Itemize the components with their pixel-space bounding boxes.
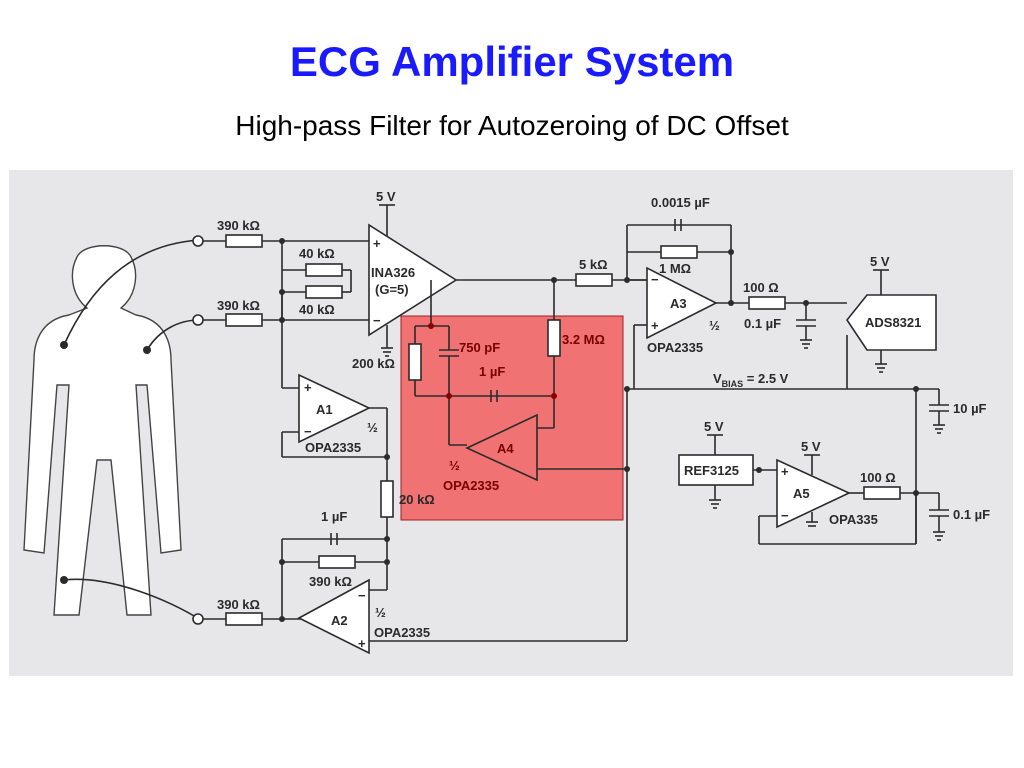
label-5v-a5: 5 V [801,439,821,454]
label-390k-2: 390 kΩ [217,298,260,313]
label-a2-half: ½ [375,605,386,620]
resistor-390k-3 [225,612,263,626]
input-terminal-1 [192,235,204,247]
label-1M: 1 MΩ [659,261,691,276]
a5-plus: + [781,464,789,479]
lead-1 [63,239,200,346]
a2-plus: + [358,636,366,651]
circuit-diagram: + − + − − + − + + − 390 kΩ 390 kΩ 390 kΩ… [9,170,1013,676]
label-200k: 200 kΩ [352,356,395,371]
label-100-ref: 100 Ω [860,470,896,485]
label-a3-part: OPA2335 [647,340,703,355]
label-20k: 20 kΩ [399,492,435,507]
label-5v-ref: 5 V [704,419,724,434]
label-a1: A1 [316,402,333,417]
label-ina-gain: (G=5) [375,282,409,297]
resistor-390k-fb [318,555,356,569]
label-a4-part: OPA2335 [443,478,499,493]
label-390k-1: 390 kΩ [217,218,260,233]
label-0015uF: 0.0015 µF [651,195,710,210]
label-40k-2: 40 kΩ [299,302,335,317]
resistor-3M2 [547,319,561,357]
label-a2: A2 [331,613,348,628]
lead-3 [63,578,200,620]
label-a3: A3 [670,296,687,311]
label-a1-part: OPA2335 [305,440,361,455]
label-vbias: VBIAS = 2.5 V [713,371,789,389]
resistor-40k-1 [305,263,343,277]
resistor-100-adc [748,296,786,310]
resistor-100-ref [863,486,901,500]
resistor-20k [380,480,394,518]
label-ina326: INA326 [371,265,415,280]
circuit-svg: + − + − − + − + + − 390 kΩ 390 kΩ 390 kΩ… [23,189,990,655]
resistor-1M [660,245,698,259]
label-01uF-b: 0.1 µF [953,507,990,522]
resistor-5k [575,273,613,287]
label-390k-3: 390 kΩ [217,597,260,612]
a5-amplifier [776,458,851,529]
label-ref3125: REF3125 [684,463,739,478]
label-5k: 5 kΩ [579,257,608,272]
a3-minus: − [651,272,659,287]
label-a1-half: ½ [367,420,378,435]
label-1uF-a4: 1 µF [479,364,505,379]
label-a4: A4 [497,441,514,456]
ina-minus: − [373,313,381,328]
human-body-outline [23,245,182,616]
label-40k-1: 40 kΩ [299,246,335,261]
label-a5-part: OPA335 [829,512,878,527]
label-a3-half: ½ [709,318,720,333]
resistor-40k-2 [305,285,343,299]
resistor-200k [408,343,422,381]
label-3M2: 3.2 MΩ [562,332,605,347]
label-100-adc: 100 Ω [743,280,779,295]
a2-amplifier [297,578,370,655]
label-750pF: 750 pF [459,340,500,355]
a1-plus: + [304,380,312,395]
ads8321-adc [846,294,937,351]
label-a2-part: OPA2335 [374,625,430,640]
label-a4-half: ½ [449,458,460,473]
label-a5: A5 [793,486,810,501]
highlight-box [400,315,624,521]
a1-minus: − [304,424,312,439]
a4-amplifier [465,413,538,482]
resistor-390k-1 [225,234,263,248]
input-terminal-3 [192,613,204,625]
resistor-390k-2 [225,313,263,327]
a2-minus: − [358,588,366,603]
label-5v-adc: 5 V [870,254,890,269]
ina326-amplifier [368,223,458,337]
label-01uF: 0.1 µF [744,316,781,331]
a3-amplifier [646,266,718,340]
label-390k-fb: 390 kΩ [309,574,352,589]
label-1uF-a2: 1 µF [321,509,347,524]
a3-plus: + [651,318,659,333]
label-10uF: 10 µF [953,401,987,416]
label-5v-ina: 5 V [376,189,396,204]
label-ads8321: ADS8321 [865,315,921,330]
a5-minus: − [781,508,789,523]
page-title: ECG Amplifier System [289,38,735,85]
page-subtitle: High-pass Filter for Autozeroing of DC O… [235,110,789,141]
ina-plus: + [373,236,381,251]
a1-amplifier [298,373,371,444]
input-terminal-2 [192,314,204,326]
